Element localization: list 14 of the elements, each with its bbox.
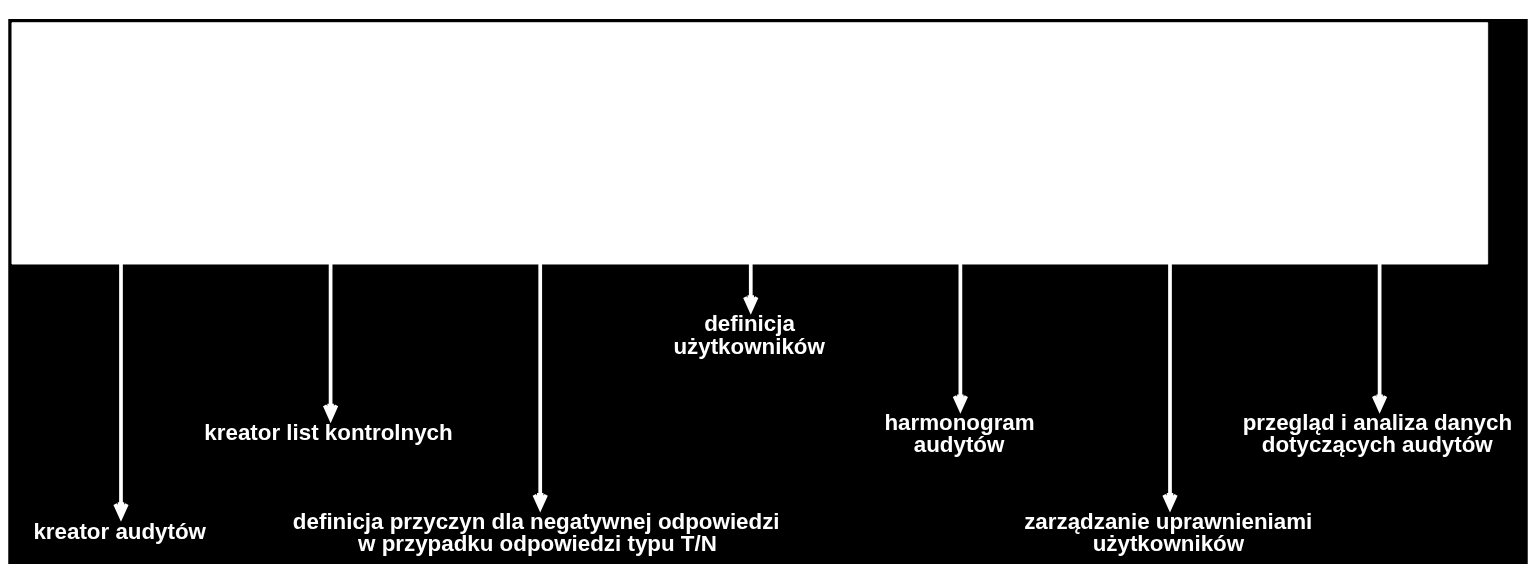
node-text: definicja przyczyn dla negatywnej odpowiedzi w przypadku odpowiedzi typu T/N	[292, 508, 780, 556]
node-text: harmonogram audytów	[884, 409, 1035, 457]
node-text: kreator list kontrolnych	[204, 419, 453, 445]
arrow	[1371, 263, 1388, 411]
node-text: zarządzanie uprawnieniami użytkowników	[1024, 508, 1313, 556]
arrow	[113, 263, 129, 519]
node-text: definicja użytkowników	[673, 310, 825, 359]
arrow	[743, 263, 759, 312]
arrow	[1162, 263, 1178, 510]
node-box	[11, 21, 1489, 264]
arrow	[532, 263, 548, 510]
node-text: kreator audytów	[33, 518, 207, 544]
node-text: przegląd i analiza danych dotyczących audytów	[1242, 409, 1513, 457]
arrow	[952, 263, 969, 411]
